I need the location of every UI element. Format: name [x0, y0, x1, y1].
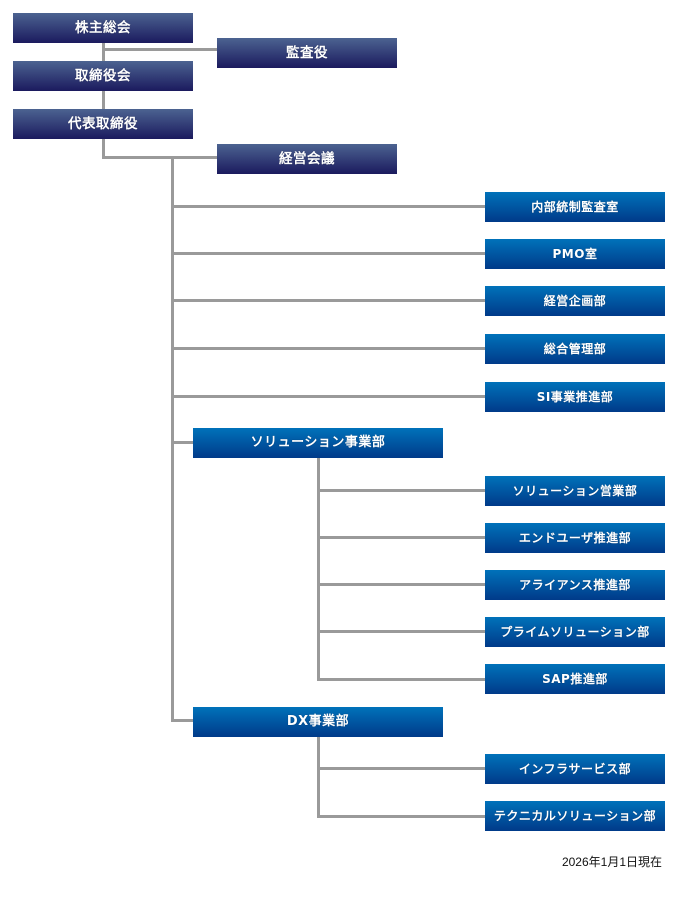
box-management-meeting: 経営会議: [217, 144, 397, 174]
as-of-date: 2026年1月1日現在: [561, 855, 662, 869]
connector: [317, 767, 485, 770]
box-shareholders-meeting: 株主総会: [13, 13, 193, 43]
box-infrastructure-services: インフラサービス部: [485, 754, 665, 784]
box-pmo: PMO室: [485, 239, 665, 269]
box-internal-audit: 内部統制監査室: [485, 192, 665, 222]
connector: [171, 252, 485, 255]
connector: [317, 737, 320, 818]
connector: [171, 719, 193, 722]
connector: [317, 536, 485, 539]
box-end-user-promotion: エンドユーザ推進部: [485, 523, 665, 553]
box-board: 取締役会: [13, 61, 193, 91]
box-auditor: 監査役: [217, 38, 397, 68]
connector: [102, 156, 217, 159]
box-dx-division: DX事業部: [193, 707, 443, 737]
connector: [171, 395, 485, 398]
connector: [171, 205, 485, 208]
box-prime-solution: プライムソリューション部: [485, 617, 665, 647]
box-corporate-planning: 経営企画部: [485, 286, 665, 316]
connector: [317, 630, 485, 633]
box-president: 代表取締役: [13, 109, 193, 139]
connector: [317, 458, 320, 681]
connector: [317, 678, 485, 681]
box-solution-sales: ソリューション営業部: [485, 476, 665, 506]
box-sap-promotion: SAP推進部: [485, 664, 665, 694]
connector: [102, 48, 217, 51]
box-alliance-promotion: アライアンス推進部: [485, 570, 665, 600]
box-si-promotion: SI事業推進部: [485, 382, 665, 412]
box-general-administration: 総合管理部: [485, 334, 665, 364]
connector: [317, 583, 485, 586]
connector: [317, 815, 485, 818]
connector: [171, 299, 485, 302]
connector: [171, 156, 174, 722]
box-solution-division: ソリューション事業部: [193, 428, 443, 458]
connector: [171, 441, 193, 444]
connector: [317, 489, 485, 492]
connector: [171, 347, 485, 350]
box-technical-solution: テクニカルソリューション部: [485, 801, 665, 831]
connector: [102, 43, 105, 159]
